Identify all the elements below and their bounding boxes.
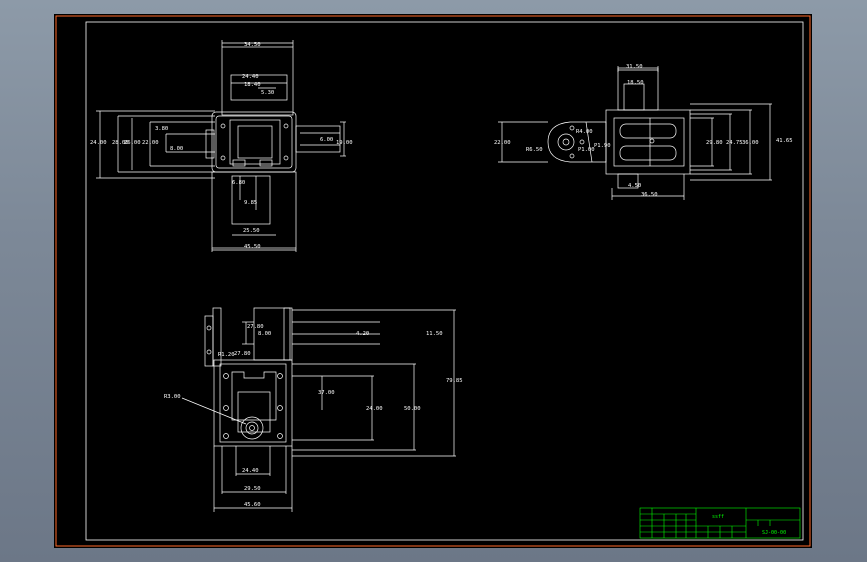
dim-label: 18.50: [627, 80, 644, 86]
title-block-title: ssff: [712, 514, 724, 520]
side-view: [498, 66, 772, 200]
front-view-dims: 34.50 24.40 18.40 5.30 24.00 28.00 26.00…: [90, 42, 353, 250]
dim-label: 29.80: [706, 140, 723, 146]
dim-label: 36.50: [641, 192, 658, 198]
dim-label: 36.00: [742, 140, 759, 146]
dim-label: R6.50: [526, 147, 543, 153]
inner-frame: [85, 21, 804, 541]
top-view: [181, 307, 456, 512]
dim-label: P1.90: [594, 143, 611, 149]
dim-label: 31.50: [626, 64, 643, 70]
side-view-dims: 31.50 18.50 R4.00 22.00 R6.50 P1.90 P1.0…: [494, 64, 793, 198]
dim-label: P1.00: [578, 147, 595, 153]
dim-label: 5.30: [261, 90, 274, 96]
dim-label: 6.00: [320, 137, 333, 143]
dim-label: 22.00: [494, 140, 511, 146]
dim-label: 9.85: [244, 200, 257, 206]
dim-label: 6.80: [232, 180, 245, 186]
dim-label: 34.50: [244, 42, 261, 48]
dim-label: 25.50: [243, 228, 260, 234]
dim-label: 8.00: [170, 146, 183, 152]
dim-label: 24.75: [726, 140, 743, 146]
dim-label: 28.00: [112, 140, 129, 146]
dim-label: 19.00: [336, 140, 353, 146]
dim-label: 24.40: [242, 468, 259, 474]
dim-label: 27.80: [247, 324, 264, 330]
drawing-canvas[interactable]: [54, 14, 812, 548]
title-block-code: SJ-00-00: [762, 530, 786, 536]
dim-label: R3.00: [164, 394, 181, 400]
dim-label: 41.65: [776, 138, 793, 144]
dim-label: 26.00: [124, 140, 141, 146]
dim-label: 3.80: [155, 126, 168, 132]
dim-label: 29.50: [244, 486, 261, 492]
dim-label: 4.20: [356, 331, 369, 337]
top-view-dims: 27.80 8.00 4.20 11.50 R1.20 27.80 R3.00 …: [164, 324, 463, 508]
dim-label: 24.00: [90, 140, 107, 146]
dim-label: R4.00: [576, 129, 593, 135]
dim-label: 24.00: [366, 406, 383, 412]
dim-label: 37.00: [318, 390, 335, 396]
dim-label: 27.80: [234, 351, 251, 357]
title-block: [639, 507, 801, 539]
dim-label: 18.40: [244, 82, 261, 88]
dim-label: 50.00: [404, 406, 421, 412]
dim-label: 11.50: [426, 331, 443, 337]
dim-label: R1.20: [218, 352, 235, 358]
dim-label: 45.50: [244, 244, 261, 250]
dim-label: 24.40: [242, 74, 259, 80]
dim-label: 4.50: [628, 183, 641, 189]
dim-label: 22.00: [142, 140, 159, 146]
dim-label: 45.60: [244, 502, 261, 508]
dim-label: 79.85: [446, 378, 463, 384]
outer-frame: [55, 15, 811, 547]
front-view: [96, 40, 346, 252]
dim-label: 8.00: [258, 331, 271, 337]
